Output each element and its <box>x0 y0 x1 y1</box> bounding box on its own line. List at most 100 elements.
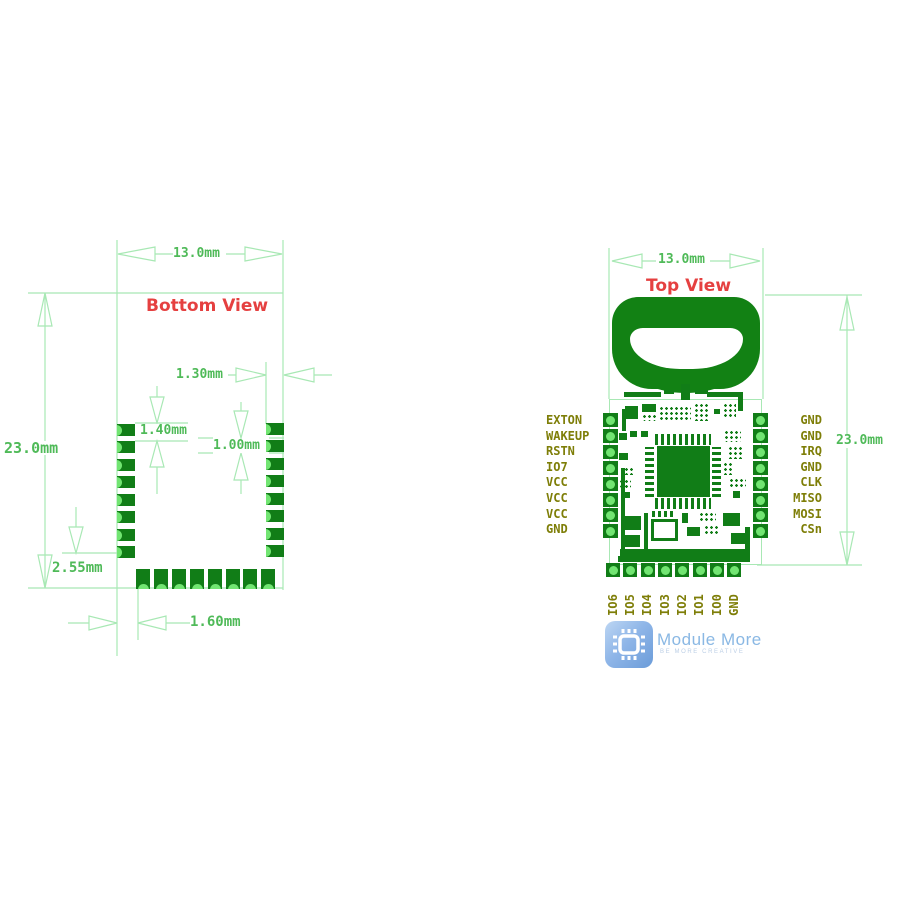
watermark-brand: Module More <box>657 630 762 649</box>
pin-label-right: GND <box>800 460 822 474</box>
pin-label-left: WAKEUP <box>546 429 590 443</box>
pin-label-right: CSn <box>800 522 822 536</box>
component <box>657 446 710 497</box>
component <box>714 409 720 414</box>
component <box>645 447 654 497</box>
top-view-right-pad <box>753 477 768 491</box>
top-view-left-pad <box>603 493 618 507</box>
component <box>655 434 711 445</box>
pin-label-bottom: IO3 <box>658 594 672 616</box>
top-view-left-pad <box>603 508 618 522</box>
component <box>655 498 711 509</box>
component <box>694 403 709 421</box>
component <box>619 433 627 440</box>
top-view-bottom-pad <box>727 563 741 577</box>
pin-label-bottom: IO5 <box>623 594 637 616</box>
bottom-view-right-pad <box>266 458 284 470</box>
top-view-right-pad <box>753 445 768 459</box>
bottom-view-title: Bottom View <box>146 296 269 316</box>
pin-label-left: VCC <box>546 507 568 521</box>
component <box>619 453 628 460</box>
component <box>624 392 661 397</box>
bottom-pad-pitch-dim: 1.60mm <box>190 614 241 630</box>
pad-pitch-dim: 1.40mm <box>140 423 187 438</box>
pin-label-left: IO7 <box>546 460 568 474</box>
component <box>621 468 625 553</box>
pin-label-bottom: IO4 <box>640 594 654 616</box>
top-view-right-pad <box>753 524 768 538</box>
top-view-left-pad <box>603 429 618 443</box>
bottom-view-left-pad <box>117 476 135 488</box>
top-view-bottom-pad <box>606 563 620 577</box>
component <box>625 535 640 547</box>
bottom-view-left-pad <box>117 424 135 436</box>
component <box>733 491 740 498</box>
component <box>630 431 637 437</box>
component <box>731 533 745 544</box>
bottom-view-bottom-pad <box>243 569 257 589</box>
top-view-right-pad <box>753 461 768 475</box>
pin-label-left: GND <box>546 522 568 536</box>
component <box>659 406 691 420</box>
component <box>625 516 641 530</box>
pin-label-right: IRQ <box>800 444 822 458</box>
pin-label-left: RSTN <box>546 444 575 458</box>
bottom-view-bottom-pad <box>208 569 222 589</box>
top-view-bottom-pad <box>623 563 637 577</box>
pin-label-bottom: IO1 <box>692 594 706 616</box>
top-view-width-dim: 13.0mm <box>658 252 705 267</box>
bottom-view-bottom-pad <box>172 569 186 589</box>
component <box>619 479 631 489</box>
pin-label-right: GND <box>800 429 822 443</box>
component <box>723 403 736 418</box>
bottom-view-right-pad <box>266 545 284 557</box>
component <box>624 467 633 475</box>
top-view-right-pad <box>753 429 768 443</box>
pin-label-right: CLK <box>800 475 822 489</box>
component <box>723 513 740 526</box>
bottom-view-height-dim: 23.0mm <box>4 439 59 457</box>
component <box>652 511 676 517</box>
component <box>724 430 741 442</box>
component <box>707 392 743 397</box>
top-view-right-pad <box>753 413 768 427</box>
bottom-view-left-pad <box>117 494 135 506</box>
bottom-view-right-pad <box>266 528 284 540</box>
chip-icon <box>605 621 653 668</box>
bottom-view-width-dim: 13.0mm <box>173 246 220 261</box>
pin-label-left: EXTON <box>546 413 583 427</box>
bottom-view-left-pad <box>117 529 135 541</box>
component <box>729 478 746 488</box>
bottom-view-bottom-pad <box>261 569 275 589</box>
bottom-row-offset-dim: 2.55mm <box>52 560 103 576</box>
pin-label-left: VCC <box>546 475 568 489</box>
pin-label-bottom: IO6 <box>606 594 620 616</box>
component <box>644 513 648 551</box>
top-view-right-pad <box>753 493 768 507</box>
component <box>745 527 750 557</box>
component <box>618 556 750 562</box>
top-view-left-pad <box>603 445 618 459</box>
component <box>625 406 638 419</box>
component <box>687 527 700 536</box>
component <box>641 431 648 437</box>
pin-label-bottom: IO0 <box>710 594 724 616</box>
component <box>622 409 626 431</box>
bottom-view-bottom-pad <box>226 569 240 589</box>
top-view-height-dim: 23.0mm <box>836 433 883 448</box>
component <box>738 396 743 411</box>
top-view-left-pad <box>603 477 618 491</box>
component <box>642 404 656 412</box>
pin-label-bottom: GND <box>727 594 741 616</box>
pin-label-right: GND <box>800 413 822 427</box>
top-view-left-pad <box>603 413 618 427</box>
bottom-view-left-pad <box>117 546 135 558</box>
top-view-left-pad <box>603 461 618 475</box>
top-view-left-pad <box>603 524 618 538</box>
component <box>695 390 708 394</box>
bottom-view-bottom-pad <box>190 569 204 589</box>
component <box>704 525 718 536</box>
bottom-view-right-pad <box>266 440 284 452</box>
pin-label-bottom: IO2 <box>675 594 689 616</box>
